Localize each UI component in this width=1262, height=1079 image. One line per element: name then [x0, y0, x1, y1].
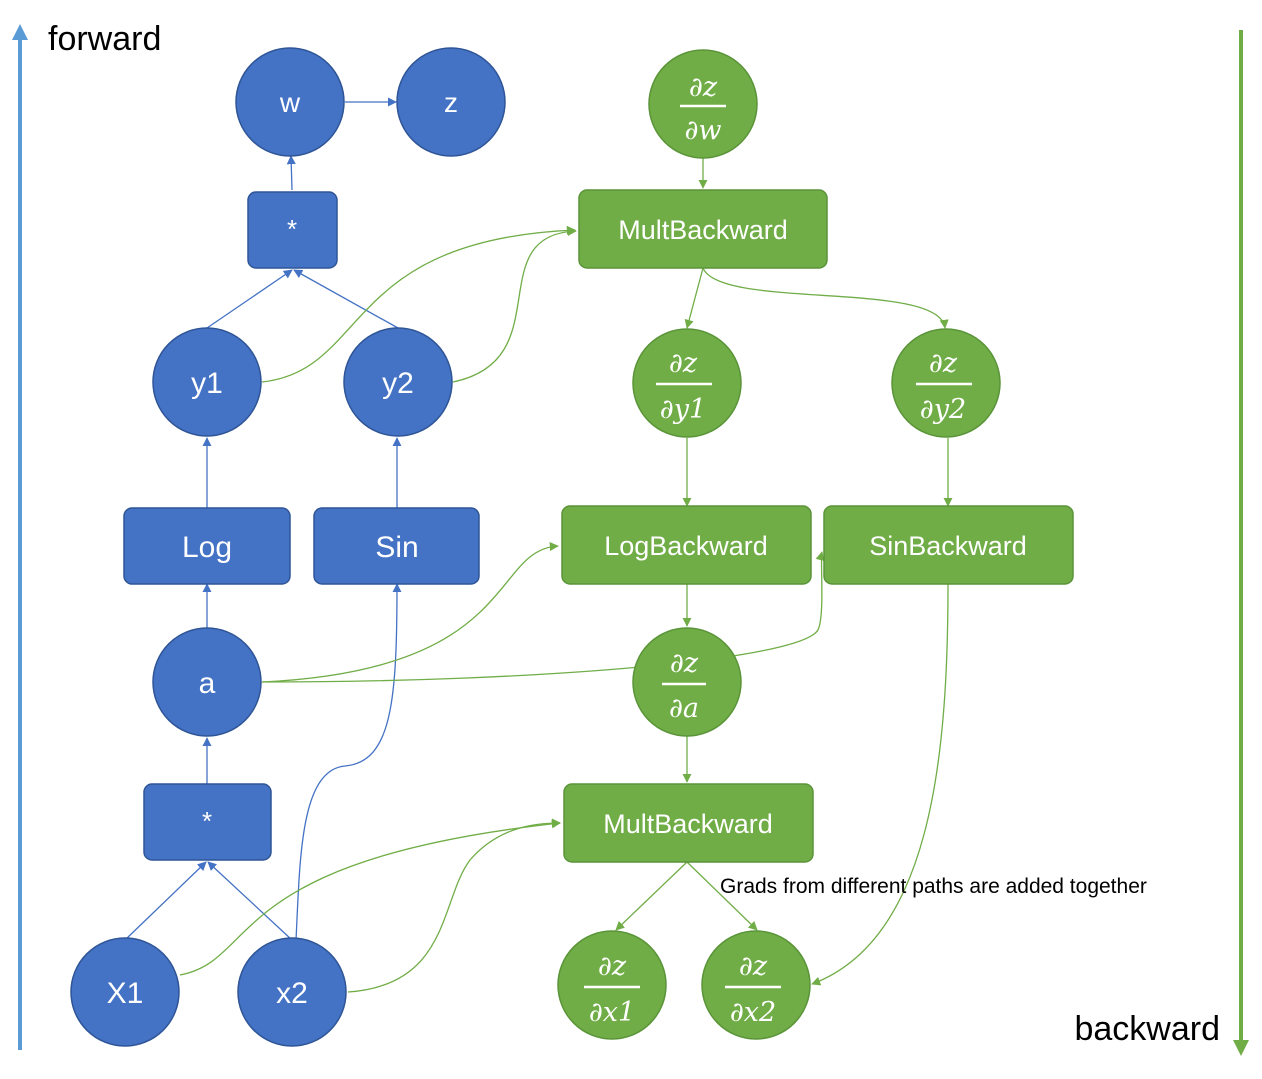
- node-mult-backward-bottom: MultBackward: [563, 783, 814, 863]
- edge-y1-mul: [206, 269, 293, 329]
- node-z: z: [396, 47, 506, 157]
- node-a-label: a: [199, 667, 216, 700]
- grad-dz-dw-num: ∂z: [689, 72, 718, 103]
- edge-sinback-dzdx2: [811, 583, 949, 986]
- node-log-backward-label: LogBackward: [604, 531, 768, 561]
- edge-multback-dzdx2: [686, 861, 758, 931]
- node-y1: y1: [152, 327, 262, 437]
- node-w-label: w: [279, 87, 301, 118]
- node-mult-backward-top-label: MultBackward: [618, 215, 788, 245]
- edge-x2-sin: [295, 583, 402, 941]
- node-sin-backward: SinBackward: [823, 505, 1074, 585]
- gradient-accumulation-note: Grads from different paths are added tog…: [720, 875, 1147, 898]
- node-log-label: Log: [182, 531, 232, 564]
- grad-dz-dy1-den: ∂y1: [660, 394, 706, 425]
- node-y2: y2: [343, 327, 453, 437]
- node-mult-backward-bottom-label: MultBackward: [603, 809, 773, 839]
- edge-y1-multback: [261, 225, 576, 383]
- grad-dz-dx1-den: ∂x1: [589, 997, 635, 1028]
- node-mul-top: *: [247, 191, 338, 269]
- node-mult-backward-top: MultBackward: [578, 189, 828, 269]
- grad-dz-dx2-num: ∂z: [739, 951, 768, 982]
- grad-dz-dx2: ∂z ∂x2: [701, 930, 811, 1040]
- forward-edges: [124, 97, 402, 941]
- edge-y2-multback: [452, 226, 577, 383]
- node-log-backward: LogBackward: [561, 505, 812, 585]
- backward-label: backward: [1074, 1010, 1220, 1048]
- node-a: a: [152, 627, 262, 737]
- grad-dz-dw: ∂z ∂w: [648, 49, 758, 159]
- edge-a-logback: [261, 541, 559, 683]
- node-sin-label: Sin: [375, 531, 418, 564]
- node-mul-bottom-label: *: [202, 806, 212, 836]
- grad-dz-dy2-den: ∂y2: [920, 394, 966, 425]
- node-y2-label: y2: [382, 367, 414, 400]
- edge-y2-mul: [293, 269, 399, 329]
- edge-x2-multback: [347, 818, 561, 993]
- grad-dz-dy2-num: ∂z: [929, 348, 958, 379]
- node-x2-label: x2: [276, 977, 308, 1010]
- grad-dz-dy1-num: ∂z: [669, 348, 698, 379]
- edge-a-sinback: [261, 551, 825, 683]
- node-x2: x2: [237, 937, 347, 1047]
- node-y1-label: y1: [191, 367, 223, 400]
- grad-dz-dy1: ∂z ∂y1: [632, 328, 742, 438]
- node-sin-backward-label: SinBackward: [869, 531, 1027, 561]
- node-mul-bottom: *: [143, 783, 272, 861]
- node-mul-top-label: *: [287, 214, 297, 244]
- node-z-label: z: [444, 87, 458, 118]
- grad-dz-dx1: ∂z ∂x1: [557, 930, 667, 1040]
- forward-label: forward: [48, 20, 161, 58]
- grad-dz-da-num: ∂z: [670, 648, 699, 679]
- edge-mult-dzdy2: [702, 267, 949, 329]
- edge-x1-multback: [179, 819, 561, 976]
- forward-nodes: w z * y1 y2 Log Sin a: [70, 47, 506, 1047]
- grad-dz-da-den: ∂a: [669, 693, 699, 724]
- edge-multback-dzdx1: [615, 861, 688, 931]
- backward-nodes: ∂z ∂w MultBackward ∂z ∂y1 ∂z ∂y2 LogBack…: [557, 49, 1074, 1040]
- edge-x1-mul: [124, 861, 207, 941]
- edge-mul-w: [286, 155, 296, 191]
- grad-dz-dw-den: ∂w: [684, 115, 721, 146]
- node-w: w: [235, 47, 345, 157]
- grad-dz-da: ∂z ∂a: [632, 627, 742, 737]
- node-sin: Sin: [313, 507, 480, 585]
- grad-dz-dx1-num: ∂z: [598, 951, 627, 982]
- node-log: Log: [123, 507, 291, 585]
- edge-x2-mul: [207, 861, 293, 941]
- backward-edges: [179, 158, 953, 993]
- node-x1-label: X1: [107, 977, 144, 1010]
- grad-dz-dx2-den: ∂x2: [730, 997, 776, 1028]
- grad-dz-dy2: ∂z ∂y2: [891, 328, 1001, 438]
- node-x1: X1: [70, 937, 180, 1047]
- edge-mult-dzdy1: [684, 267, 704, 329]
